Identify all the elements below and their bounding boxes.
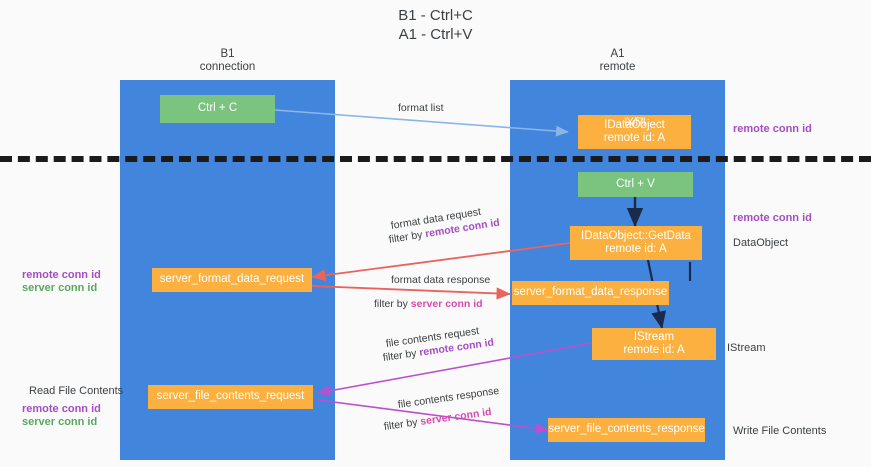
edge-file-contents-request [317,342,593,397]
annotation-left-server-conn-id-2: server conn id [22,416,98,428]
column-header-a1: A1 remote [599,48,636,73]
annotation-left-remote-conn-id: remote conn id [22,269,101,281]
filter-prefix: filter by [374,298,411,310]
node-server-file-contents-request[interactable]: server_file_contents_request [148,385,313,409]
filter-key-server-conn-id: server conn id [410,298,483,310]
node-idataobject-getdata[interactable]: IDataObject::GetData remote id: A [570,226,702,260]
annotation-right-dataobject: DataObject [733,237,789,249]
annotation-right-write-file-contents: Write File Contents [733,425,827,437]
annotation-right-top-conn: remote conn id [733,123,812,135]
node-server-format-data-response[interactable]: server_format_data_response [512,281,669,305]
phase-divider [0,156,871,162]
annotation-left-read-file-contents: Read File Contents [29,385,124,397]
edge-label-format-data-response-filter: filter by server conn id [374,298,483,311]
edge-format-data-response [311,285,511,300]
diagram-title: B1 - Ctrl+C A1 - Ctrl+V [398,7,473,43]
edge-format-data-request [311,242,571,282]
annotation-right-istream: IStream [727,342,766,354]
edge-file-contents-response [317,399,549,434]
annotation-left-server-conn-id: server conn id [22,282,98,294]
annotation-left-remote-conn-id-2: remote conn id [22,403,101,415]
node-server-file-contents-response[interactable]: server_file_contents_response [548,418,705,442]
edge-label-format-data-response-text: format data response [391,274,491,286]
node-ctrl-v[interactable]: Ctrl + V [578,172,693,197]
edge-format-list [274,109,569,137]
edge-label-format-list: format list [398,102,444,114]
node-ctrl-c[interactable]: Ctrl + C [160,95,275,123]
column-header-b1: B1 connection [199,48,256,73]
annotation-right-mid-conn: remote conn id [733,212,812,224]
node-istream[interactable]: IStream remote id: A [592,328,716,360]
node-idataobject[interactable]: IX/f7I IDataObject remote id: A [578,115,691,149]
node-server-format-data-request[interactable]: server_format_data_request [152,268,312,292]
node-idataobject-label: IDataObject remote id: A [603,118,666,145]
edge-label-format-data-response: format data response [391,274,490,287]
